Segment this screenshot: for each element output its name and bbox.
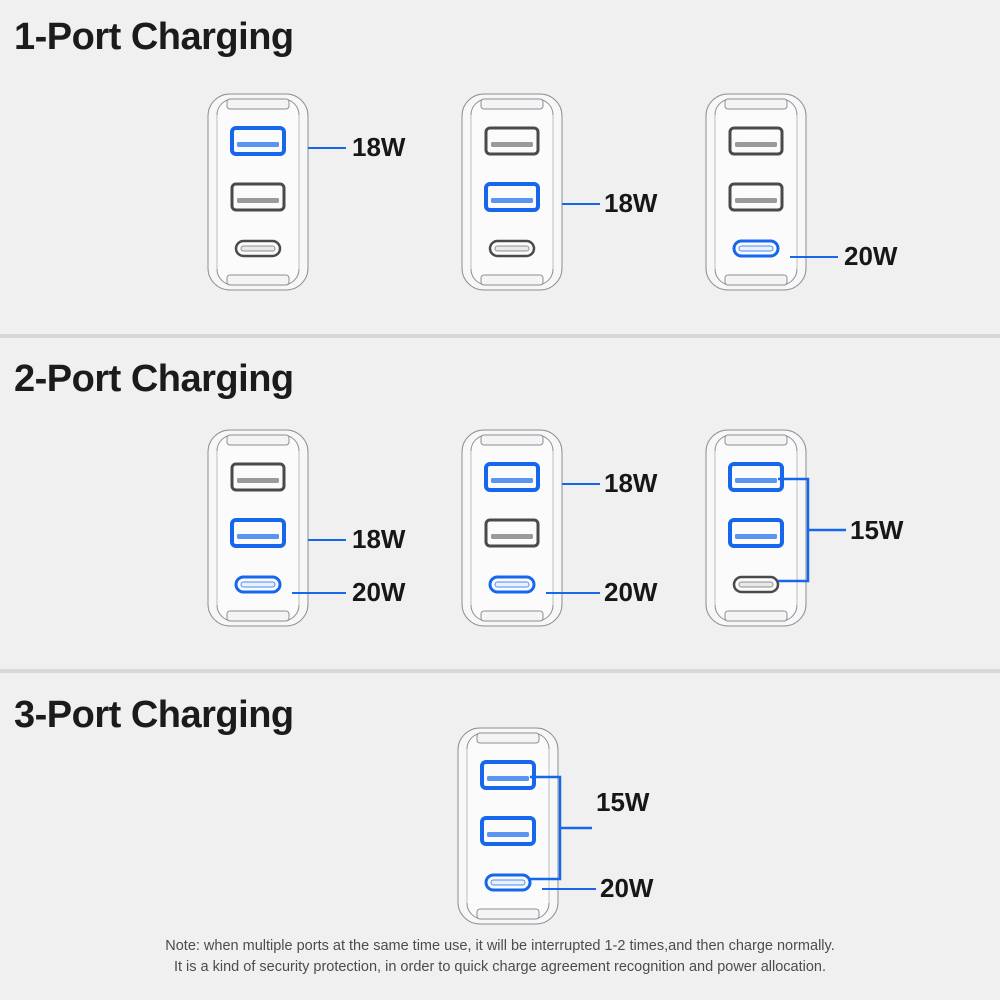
charger-r1c1 (206, 92, 310, 292)
callout-label-r1c1-18w: 18W (352, 132, 406, 162)
leader-line-r2c1-18w (308, 539, 346, 541)
charger-r1c2 (460, 92, 564, 292)
footer-note: Note: when multiple ports at the same ti… (0, 936, 1000, 978)
port-usb-a-2 (484, 182, 540, 212)
port-usb-a-2 (230, 182, 286, 212)
port-usb-a-2 (728, 518, 784, 548)
bracket-connector-r2c3-15w (778, 470, 858, 590)
leader-line-r2c2-18w (562, 483, 600, 485)
port-usb-c-1 (732, 575, 780, 594)
port-usb-a-1 (230, 462, 286, 492)
charger-r1c3 (704, 92, 808, 292)
charger-body-r1c3 (705, 93, 807, 291)
port-usb-c-1 (234, 575, 282, 594)
port-usb-a-2 (484, 518, 540, 548)
callout-label-r2c2-18w: 18W (604, 468, 658, 498)
charger-body-r2c2 (461, 429, 563, 627)
port-usb-c-1 (234, 239, 282, 258)
port-usb-c-1 (484, 873, 532, 892)
port-usb-a-1 (480, 760, 536, 790)
callout-label-r1c3-20w: 20W (844, 241, 898, 271)
charger-r2c1 (206, 428, 310, 628)
callout-label-r3c1-15w: 15W (596, 787, 650, 817)
port-usb-a-1 (484, 462, 540, 492)
section-divider-2 (0, 669, 1000, 673)
charger-body-r1c1 (207, 93, 309, 291)
callout-label-r2c3-15w: 15W (850, 515, 904, 545)
leader-line-r2c1-20w (292, 592, 346, 594)
leader-line-r3c1-20w (542, 888, 596, 890)
callout-label-r2c2-20w: 20W (604, 577, 658, 607)
bracket-connector-r3c1-15w (530, 768, 610, 888)
section-title-2-port: 2-Port Charging (14, 358, 294, 400)
section-title-1-port: 1-Port Charging (14, 16, 294, 58)
footer-note-line-1: Note: when multiple ports at the same ti… (165, 938, 835, 954)
callout-label-r2c1-18w: 18W (352, 524, 406, 554)
charger-body-r2c1 (207, 429, 309, 627)
leader-line-r1c1-18w (308, 147, 346, 149)
footer-note-line-2: It is a kind of security protection, in … (173, 959, 827, 975)
callout-label-r2c1-20w: 20W (352, 577, 406, 607)
port-usb-c-1 (732, 239, 780, 258)
callout-label-r3c1-20w: 20W (600, 873, 654, 903)
charger-r2c2 (460, 428, 564, 628)
port-usb-a-1 (230, 126, 286, 156)
leader-line-r1c2-18w (562, 203, 600, 205)
section-divider-1 (0, 334, 1000, 338)
leader-line-r1c3-20w (790, 256, 838, 258)
port-usb-a-1 (728, 462, 784, 492)
port-usb-a-2 (230, 518, 286, 548)
section-title-3-port: 3-Port Charging (14, 694, 294, 736)
port-usb-a-1 (728, 126, 784, 156)
port-usb-a-1 (484, 126, 540, 156)
port-usb-a-2 (480, 816, 536, 846)
port-usb-a-2 (728, 182, 784, 212)
callout-label-r1c2-18w: 18W (604, 188, 658, 218)
port-usb-c-1 (488, 239, 536, 258)
leader-line-r2c2-20w (546, 592, 600, 594)
charger-body-r1c2 (461, 93, 563, 291)
port-usb-c-1 (488, 575, 536, 594)
